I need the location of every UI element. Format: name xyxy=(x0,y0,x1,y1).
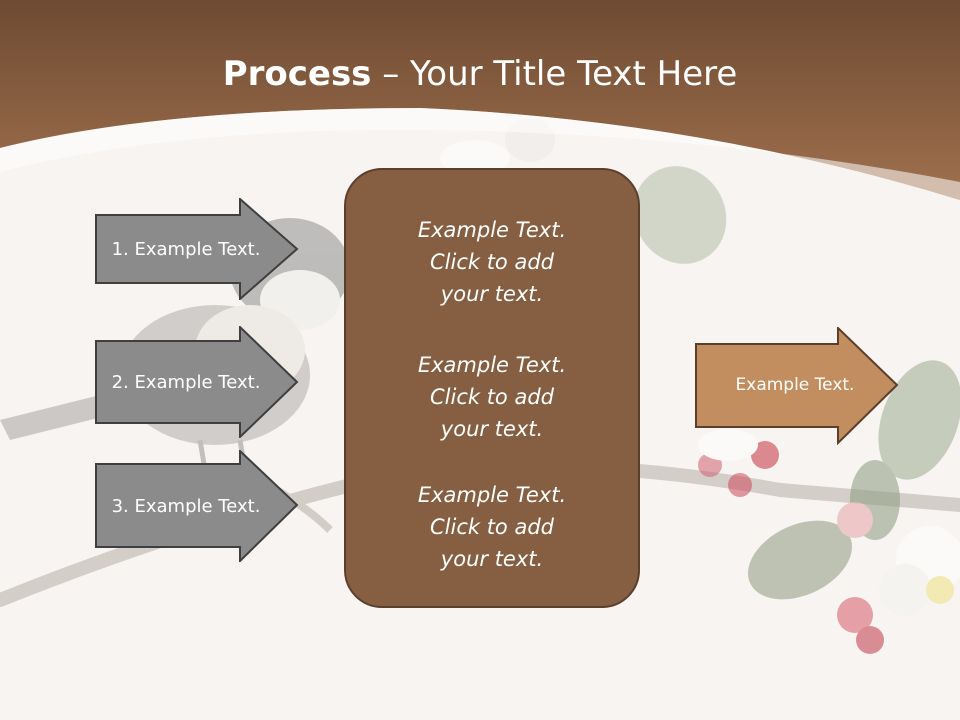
center-block-3: Example Text. Click to add your text. xyxy=(346,479,638,575)
center-block-1-line3: your text. xyxy=(440,282,544,306)
center-block-2-line2: Click to add xyxy=(429,385,554,409)
header-band xyxy=(0,0,960,200)
center-text-box[interactable]: Example Text. Click to add your text. Ex… xyxy=(344,168,640,608)
center-block-1: Example Text. Click to add your text. xyxy=(346,214,638,310)
center-block-3-line2: Click to add xyxy=(429,515,554,539)
center-block-2: Example Text. Click to add your text. xyxy=(346,349,638,445)
center-block-3-line1: Example Text. xyxy=(417,483,567,507)
center-block-3-line3: your text. xyxy=(440,547,544,571)
blossom-illustration xyxy=(440,118,960,654)
title-rest-part: – Your Title Text Here xyxy=(371,54,738,94)
center-block-2-line1: Example Text. xyxy=(417,353,567,377)
center-block-1-line1: Example Text. xyxy=(417,218,567,242)
center-block-2-line3: your text. xyxy=(440,417,544,441)
left-arrow-2[interactable]: 2. Example Text. xyxy=(95,326,300,438)
left-arrow-3[interactable]: 3. Example Text. xyxy=(95,450,300,562)
right-arrow-label: Example Text. xyxy=(735,375,855,395)
title-bold-part: Process xyxy=(222,54,372,94)
left-arrow-1[interactable]: 1. Example Text. xyxy=(95,198,300,300)
left-arrow-3-label: 3. Example Text. xyxy=(111,495,261,517)
slide-title[interactable]: Process – Your Title Text Here xyxy=(0,52,960,96)
center-block-1-line2: Click to add xyxy=(429,250,554,274)
left-arrow-2-label: 2. Example Text. xyxy=(111,371,261,393)
right-arrow[interactable]: Example Text. xyxy=(695,327,900,445)
left-arrow-1-label: 1. Example Text. xyxy=(111,238,261,260)
